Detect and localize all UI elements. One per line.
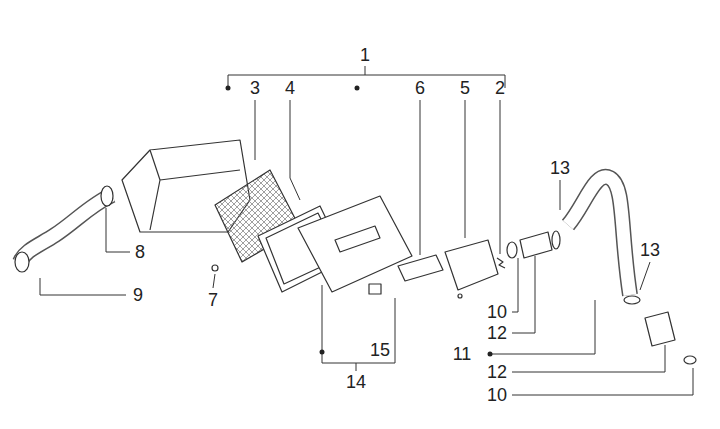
- callout-number: 13: [640, 241, 660, 259]
- callout-number: 12: [487, 363, 507, 381]
- callout-number: 8: [135, 243, 145, 261]
- callout-number: 12: [487, 324, 507, 342]
- callout-number: 9: [133, 286, 143, 304]
- callout-number: 13: [550, 159, 570, 177]
- callout-number: 5: [460, 79, 470, 97]
- parts: [15, 140, 696, 364]
- callout-number: 3: [250, 79, 260, 97]
- callout-number: 4: [285, 79, 295, 97]
- callout-number: 15: [370, 341, 390, 359]
- callout-number: 2: [495, 79, 505, 97]
- callout-number: 6: [415, 79, 425, 97]
- callout-number: 14: [346, 373, 366, 391]
- callout-number: 10: [487, 386, 507, 404]
- callout-number: 11: [453, 345, 472, 363]
- callout-number: 1: [360, 46, 370, 64]
- callout-number: 7: [208, 291, 218, 309]
- leader-lines: [40, 66, 693, 395]
- callout-number: 10: [487, 303, 507, 321]
